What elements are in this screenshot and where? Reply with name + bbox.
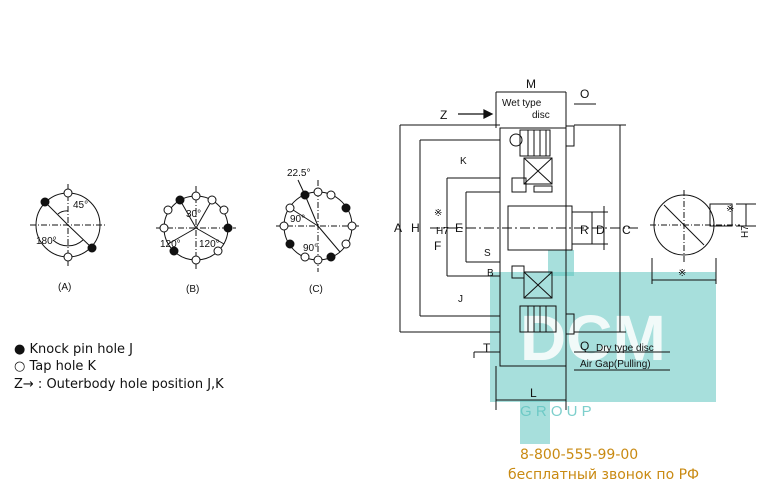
dim-h: H — [411, 221, 420, 235]
dim-f-h7: H7 — [436, 226, 449, 237]
dim-f: F — [434, 239, 441, 253]
dim-s: S — [484, 248, 491, 259]
watermark-phone: 8-800-555-99-00 — [520, 447, 639, 463]
detail-h7: H7 — [740, 225, 751, 238]
pattern-c-caption: (C) — [309, 284, 323, 295]
dim-t: T — [483, 341, 491, 355]
dim-m: M — [526, 77, 536, 91]
watermark-group-text: G R O U P — [520, 403, 592, 420]
legend-tap-hole: ○ Tap hole K — [14, 359, 96, 374]
disc-label: disc — [532, 110, 550, 121]
pattern-c-angle-90-upper: 90° — [290, 214, 305, 225]
hole-pattern-c — [276, 179, 360, 272]
dim-j: J — [458, 294, 463, 305]
detail-mark-bottom: ※ — [678, 268, 686, 279]
dim-c: C — [622, 223, 631, 237]
keyway-detail — [650, 190, 756, 284]
legend-tap-hole-text: Tap hole K — [29, 359, 97, 374]
pattern-a-angle-180: 180° — [36, 236, 57, 247]
legend-outerbody: Z→ : Outerbody hole position J,K — [14, 377, 224, 392]
pattern-b-caption: (B) — [186, 284, 199, 295]
pattern-b-angle-30: 30° — [186, 209, 201, 220]
open-circle-icon: ○ — [14, 359, 26, 374]
pattern-c-angle-22-5: 22.5° — [287, 168, 310, 179]
dim-f-mark: ※ — [434, 208, 442, 219]
dim-o: O — [580, 87, 589, 101]
clutch-cross-section — [399, 91, 670, 410]
dim-q: Q — [580, 339, 589, 353]
pattern-b-angle-120-left: 120° — [160, 239, 181, 250]
hole-pattern-b — [156, 186, 236, 270]
pattern-a-angle-45: 45° — [73, 200, 88, 211]
watermark-logo: DCM G R O U P — [490, 250, 716, 444]
dim-d: D — [596, 223, 605, 237]
filled-circle-icon: ● — [14, 342, 26, 357]
wet-type-label: Wet type — [502, 98, 542, 109]
dim-r: R — [580, 223, 589, 237]
dim-b: B — [487, 268, 494, 279]
legend-outerbody-text: Z→ : Outerbody hole position J,K — [14, 377, 224, 392]
detail-mark-top: ※ — [726, 204, 734, 215]
watermark-logo-text: DCM — [520, 302, 666, 374]
z-arrow-label: Z — [440, 108, 447, 122]
hole-pattern-a — [30, 184, 106, 266]
air-gap-label: Air Gap(Pulling) — [580, 359, 651, 370]
dim-e: E — [455, 221, 463, 235]
z-view-arrow — [458, 109, 494, 119]
dim-l: L — [530, 386, 537, 400]
dim-a: A — [394, 221, 402, 235]
pattern-b-angle-120-right: 120° — [199, 239, 220, 250]
dim-k: K — [460, 156, 467, 167]
legend-knock-pin: ● Knock pin hole J — [14, 342, 133, 357]
pattern-a-caption: (A) — [58, 282, 71, 293]
legend-knock-pin-text: Knock pin hole J — [29, 342, 134, 357]
dry-type-label: Dry type disc — [596, 343, 654, 354]
watermark-free-call: бесплатный звонок по РФ — [508, 467, 700, 483]
pattern-c-angle-90-lower: 90° — [303, 243, 318, 254]
